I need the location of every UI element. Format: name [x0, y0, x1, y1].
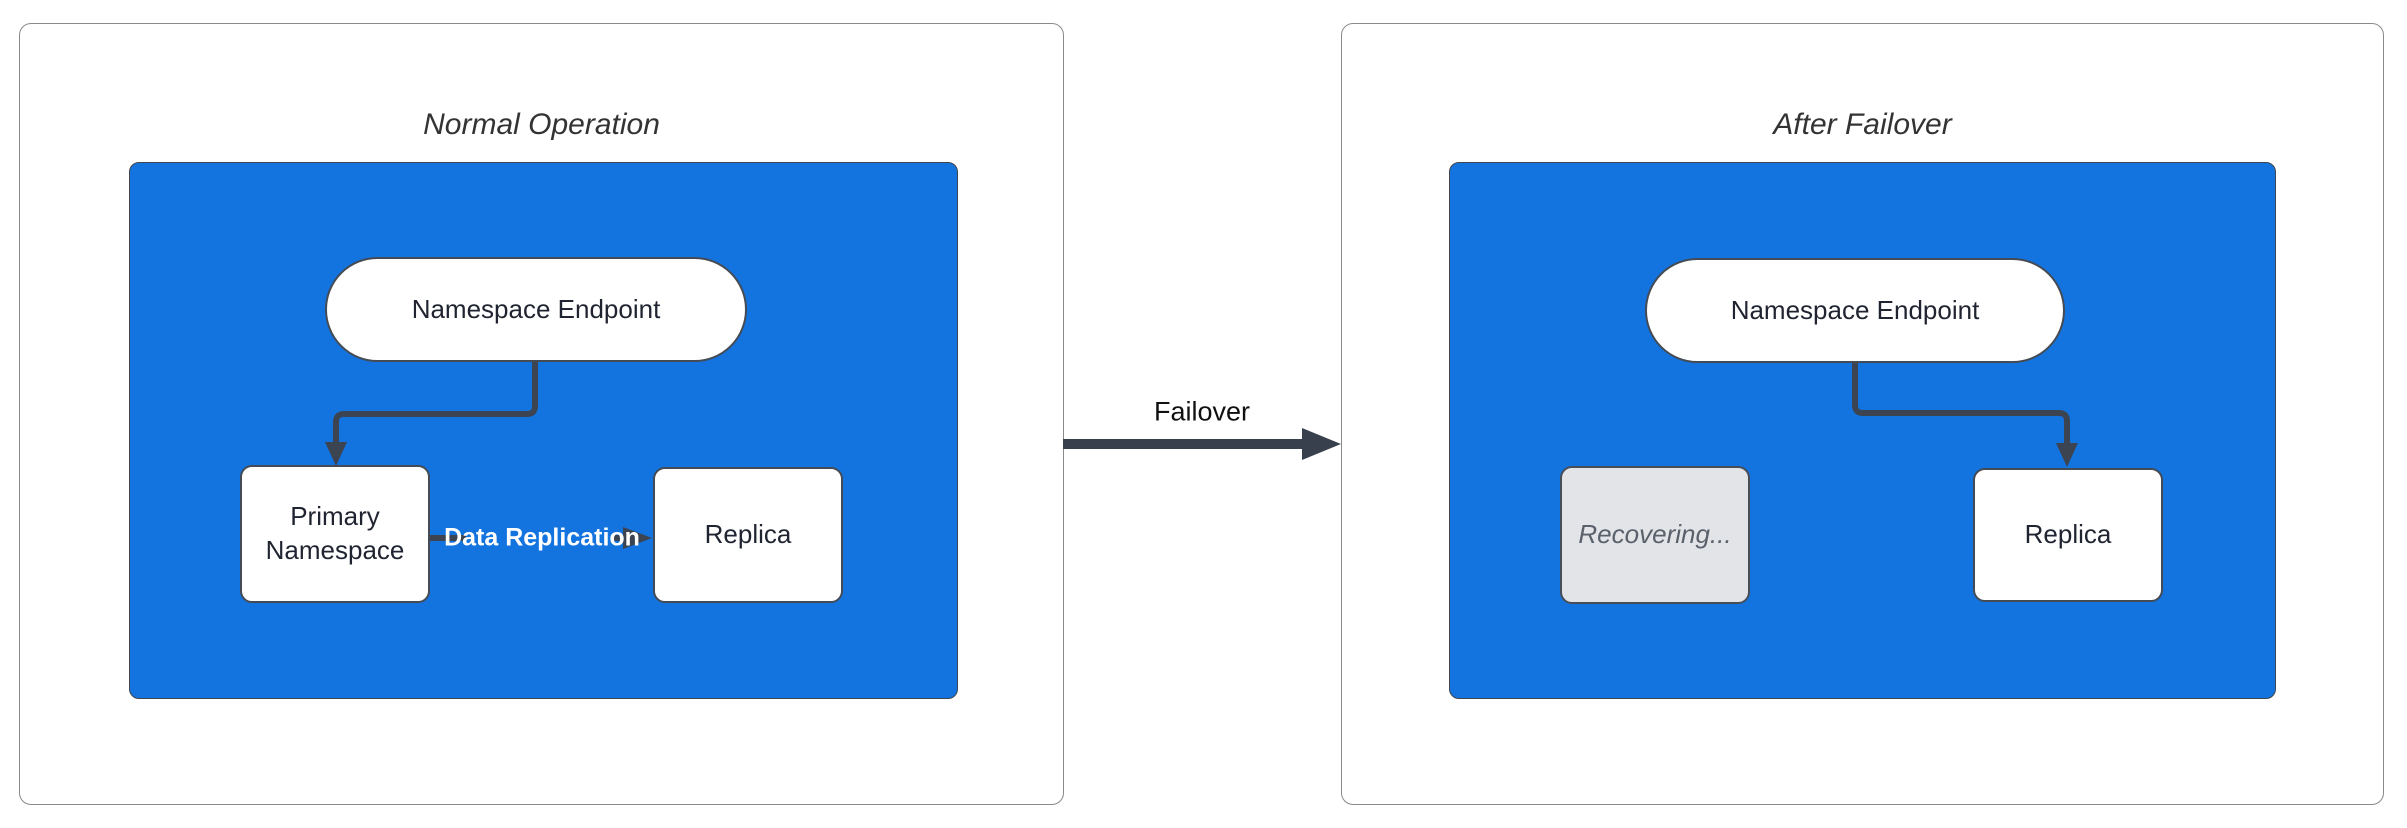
node-label: Namespace Endpoint — [1730, 294, 1980, 325]
node-label: Namespace Endpoint — [411, 293, 661, 324]
node-replica-right: Replica — [1973, 468, 2163, 602]
node-primary-namespace: Primary Namespace — [240, 465, 430, 603]
panel-title-after-failover: After Failover — [1773, 108, 1952, 141]
failover-label: Failover — [1153, 396, 1251, 427]
node-recovering: Recovering... — [1560, 466, 1750, 604]
node-replica-left: Replica — [653, 467, 843, 603]
namespace-container-left — [129, 162, 958, 699]
namespace-container-right — [1449, 162, 2276, 699]
failover-arrowhead — [1302, 428, 1341, 460]
node-namespace-endpoint-right: Namespace Endpoint — [1645, 258, 2065, 363]
node-namespace-endpoint-left: Namespace Endpoint — [325, 257, 747, 362]
node-label: Recovering... — [1578, 519, 1732, 550]
node-label: Replica — [704, 519, 792, 550]
node-label: Primary Namespace — [265, 501, 405, 565]
panel-title-normal-operation: Normal Operation — [423, 108, 660, 141]
node-label: Replica — [2024, 519, 2112, 550]
edge-label-data-replication: Data Replication — [444, 523, 640, 552]
